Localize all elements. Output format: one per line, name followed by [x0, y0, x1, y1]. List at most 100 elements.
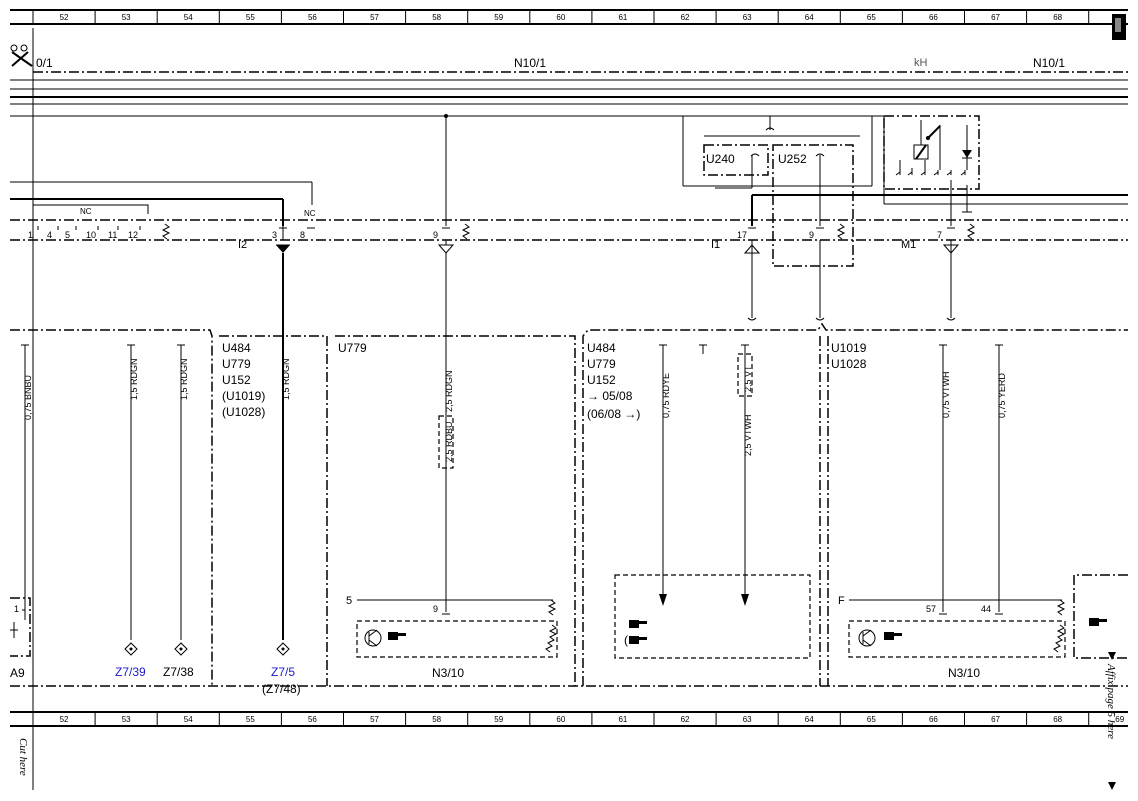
nc-label-left: NC — [80, 207, 92, 216]
component-n3-10-right: F 57 44 — [838, 595, 1066, 658]
svg-text:12: 12 — [128, 230, 138, 240]
arrow-vtwh — [741, 594, 749, 606]
svg-text:9: 9 — [433, 604, 438, 614]
svg-text:0,75 BNBU: 0,75 BNBU — [23, 375, 33, 420]
svg-text:U152: U152 — [222, 373, 251, 387]
wire-labels: 0,75 BNBU 1,5 RDGN 1,5 RDGN 1,5 RDGN 2,5… — [23, 358, 1007, 462]
svg-text:2,5 RDGN: 2,5 RDGN — [444, 370, 454, 412]
svg-text:44: 44 — [981, 604, 991, 614]
ground-a9: A9 — [10, 666, 25, 680]
header-left-label: 0/1 — [36, 56, 53, 70]
svg-text:U484: U484 — [587, 341, 616, 355]
svg-text:10: 10 — [86, 230, 96, 240]
svg-text:(U1019): (U1019) — [222, 389, 265, 403]
wire-end-marks — [747, 317, 956, 321]
bottom-grid-number: 69 — [1115, 715, 1124, 724]
svg-text:2,5 VTWH: 2,5 VTWH — [743, 414, 753, 456]
bottom-grid-number: 64 — [805, 715, 814, 724]
svg-text:U779: U779 — [587, 357, 616, 371]
top-grid-number: 62 — [681, 13, 690, 22]
affix-arrow-icon — [1108, 652, 1116, 660]
section-3-labels: U484 U779 U152 → 05/08 (06/08 →) — [587, 341, 640, 421]
pin-9-left: 9 — [433, 230, 438, 240]
top-grid-number: 60 — [556, 13, 565, 22]
section-2-label: U779 — [338, 341, 367, 355]
svg-text:U252: U252 — [778, 152, 807, 166]
shield-ground-9 — [437, 240, 455, 254]
top-grid-number: 55 — [246, 13, 255, 22]
ground-z7-48: (Z7/48) — [262, 682, 301, 696]
top-grid-number: 59 — [494, 13, 503, 22]
bottom-grid-number: 53 — [122, 715, 131, 724]
kh-relay-box — [883, 115, 980, 213]
affix-note: Affix page 5 here — [1105, 663, 1117, 739]
svg-text:0,75 YERD: 0,75 YERD — [997, 373, 1007, 418]
bus-lines — [10, 79, 1128, 117]
vt-box — [737, 353, 753, 397]
rdbu-box — [438, 415, 454, 469]
bottom-grid-number: 55 — [246, 715, 255, 724]
top-grid-number: 56 — [308, 13, 317, 22]
svg-text:5: 5 — [346, 595, 352, 607]
bottom-grid-number: 62 — [681, 715, 690, 724]
cut-note: Cut here — [17, 738, 29, 776]
svg-text:11: 11 — [108, 230, 117, 240]
svg-text:→ 05/08: → 05/08 — [587, 389, 633, 403]
shield-ground-7 — [942, 240, 960, 318]
ground-terminal-icon — [124, 642, 290, 656]
svg-text:(U1028): (U1028) — [222, 405, 265, 419]
relay-box-u252: U252 — [772, 144, 854, 267]
svg-text:1: 1 — [28, 230, 33, 240]
affix-arrow-icon-bottom — [1108, 782, 1116, 790]
svg-text:U484: U484 — [222, 341, 251, 355]
section-4-labels: U1019 U1028 — [831, 341, 867, 371]
top-grid-number: 61 — [618, 13, 627, 22]
svg-text:F: F — [838, 595, 845, 607]
bottom-grid-number: 60 — [556, 715, 565, 724]
component-middle: ( — [614, 574, 811, 659]
svg-text:57: 57 — [926, 604, 936, 614]
bottom-grid-number: 52 — [60, 715, 69, 724]
header-right-label: N10/1 — [1033, 56, 1065, 70]
top-grid-number: 65 — [867, 13, 876, 22]
vertical-wires — [21, 253, 1003, 640]
ground-z7-38: Z7/38 — [163, 665, 194, 679]
svg-text:U152: U152 — [587, 373, 616, 387]
svg-text:2,5 RDBU: 2,5 RDBU — [444, 421, 454, 462]
pin-7: 7 — [937, 230, 942, 240]
svg-text:2,5 VT: 2,5 VT — [743, 365, 753, 392]
shield-ground-17 — [743, 240, 761, 318]
component-a9-partial: 1 — [10, 597, 31, 657]
svg-text:5: 5 — [65, 230, 70, 240]
top-grid-number: 52 — [60, 13, 69, 22]
bottom-grid-number: 59 — [494, 715, 503, 724]
svg-text:(: ( — [624, 633, 628, 647]
corner-marker-icon — [1112, 14, 1126, 40]
relay-box-u240: U240 — [703, 144, 769, 176]
pin-17: 17 — [737, 230, 747, 240]
nc-label-right: NC — [304, 209, 316, 218]
top-grid-number: 66 — [929, 13, 938, 22]
nc-bracket-left: NC — [32, 204, 149, 216]
svg-text:1: 1 — [14, 604, 19, 614]
svg-text:4: 4 — [47, 230, 52, 240]
top-grid-number: 53 — [122, 13, 131, 22]
top-grid-number: 64 — [805, 13, 814, 22]
pin-8: 8 — [300, 230, 305, 240]
component-n3-10-left: 5 9 — [346, 595, 558, 658]
top-grid-number: 54 — [184, 13, 193, 22]
section-1-labels: U484 U779 U152 (U1019) (U1028) — [222, 341, 265, 419]
top-grid-number: 68 — [1053, 13, 1062, 22]
svg-text:0,75 VTWH: 0,75 VTWH — [941, 371, 951, 418]
bottom-grid-ruler — [10, 711, 1128, 727]
bottom-grid-number: 56 — [308, 715, 317, 724]
svg-text:(06/08 →): (06/08 →) — [587, 407, 640, 421]
bottom-grid-number: 63 — [743, 715, 752, 724]
ground-z7-5[interactable]: Z7/5 — [271, 665, 295, 679]
svg-text:U779: U779 — [222, 357, 251, 371]
svg-text:1,5 RDGN: 1,5 RDGN — [281, 358, 291, 400]
ground-z7-39[interactable]: Z7/39 — [115, 665, 146, 679]
top-grid-number: 58 — [432, 13, 441, 22]
